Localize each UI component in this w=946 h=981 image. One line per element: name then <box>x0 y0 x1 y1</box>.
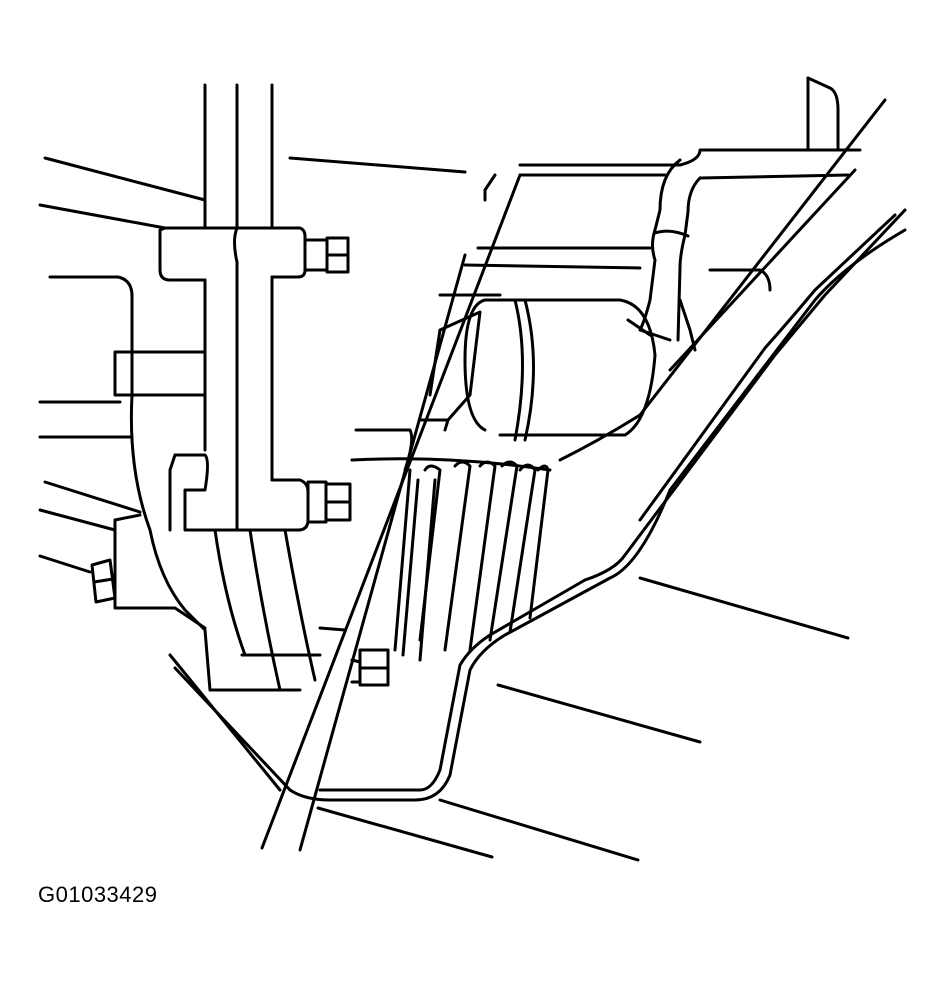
bolt-middle <box>306 480 352 524</box>
left-body-panels <box>38 156 467 574</box>
bolt-upper <box>303 236 350 274</box>
vertical-strut <box>113 83 347 692</box>
figure-id-label: G01033429 <box>38 882 158 907</box>
coil-spring <box>393 460 550 662</box>
bolt-lower <box>350 648 390 687</box>
starter-motor <box>354 298 657 472</box>
lower-frame-curves <box>168 208 907 862</box>
diagonal-bracket <box>260 148 862 852</box>
upper-right-housing <box>638 76 887 417</box>
bolt-left <box>90 558 117 604</box>
